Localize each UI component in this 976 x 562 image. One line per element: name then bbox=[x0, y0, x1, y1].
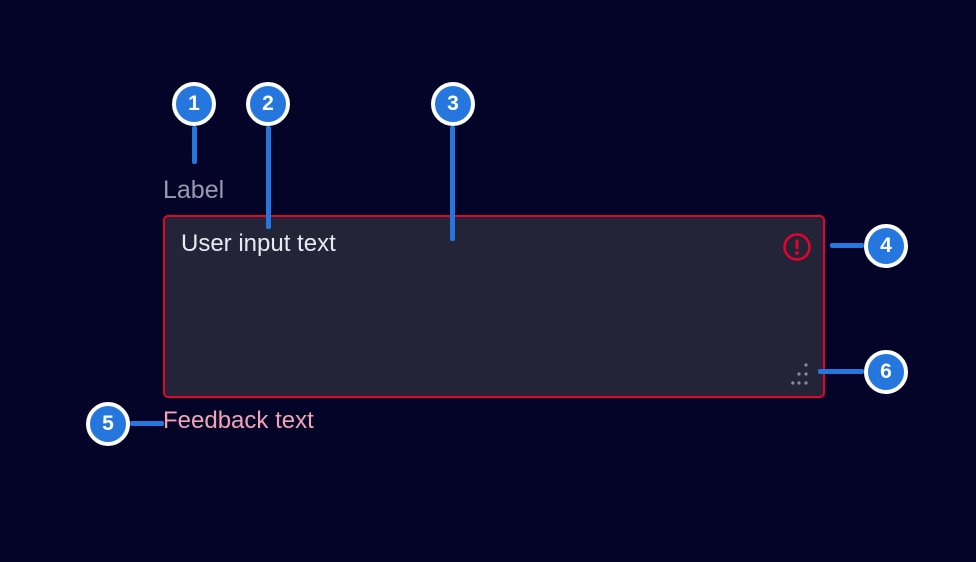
callout-1-label: 1 bbox=[172, 82, 216, 126]
callout-2-container: 2 bbox=[246, 82, 290, 126]
callout-6-connector-line bbox=[818, 369, 864, 374]
callout-5-feedback: 5 bbox=[86, 402, 130, 446]
feedback-text: Feedback text bbox=[163, 407, 314, 434]
callout-3-connector-line bbox=[450, 126, 455, 241]
callout-2-connector-line bbox=[266, 126, 271, 229]
callout-3-number: 3 bbox=[447, 92, 459, 115]
callout-6-number: 6 bbox=[880, 360, 892, 383]
user-input-text: User input text bbox=[181, 230, 336, 257]
callout-4-number: 4 bbox=[880, 234, 892, 257]
callout-2-number: 2 bbox=[262, 92, 274, 115]
error-exclamation-icon bbox=[783, 233, 811, 261]
callout-3-user-text: 3 bbox=[431, 82, 475, 126]
textarea-field[interactable]: User input text bbox=[163, 215, 825, 398]
resize-grip-icon[interactable] bbox=[791, 362, 809, 386]
callout-5-number: 5 bbox=[102, 412, 114, 435]
callout-1-number: 1 bbox=[188, 92, 200, 115]
callout-1-connector-line bbox=[192, 126, 197, 164]
callout-5-connector-line bbox=[130, 421, 164, 426]
callout-6-resize-handle: 6 bbox=[864, 350, 908, 394]
callout-4-error-icon: 4 bbox=[864, 224, 908, 268]
callout-4-connector-line bbox=[830, 243, 864, 248]
field-label: Label bbox=[163, 176, 225, 204]
